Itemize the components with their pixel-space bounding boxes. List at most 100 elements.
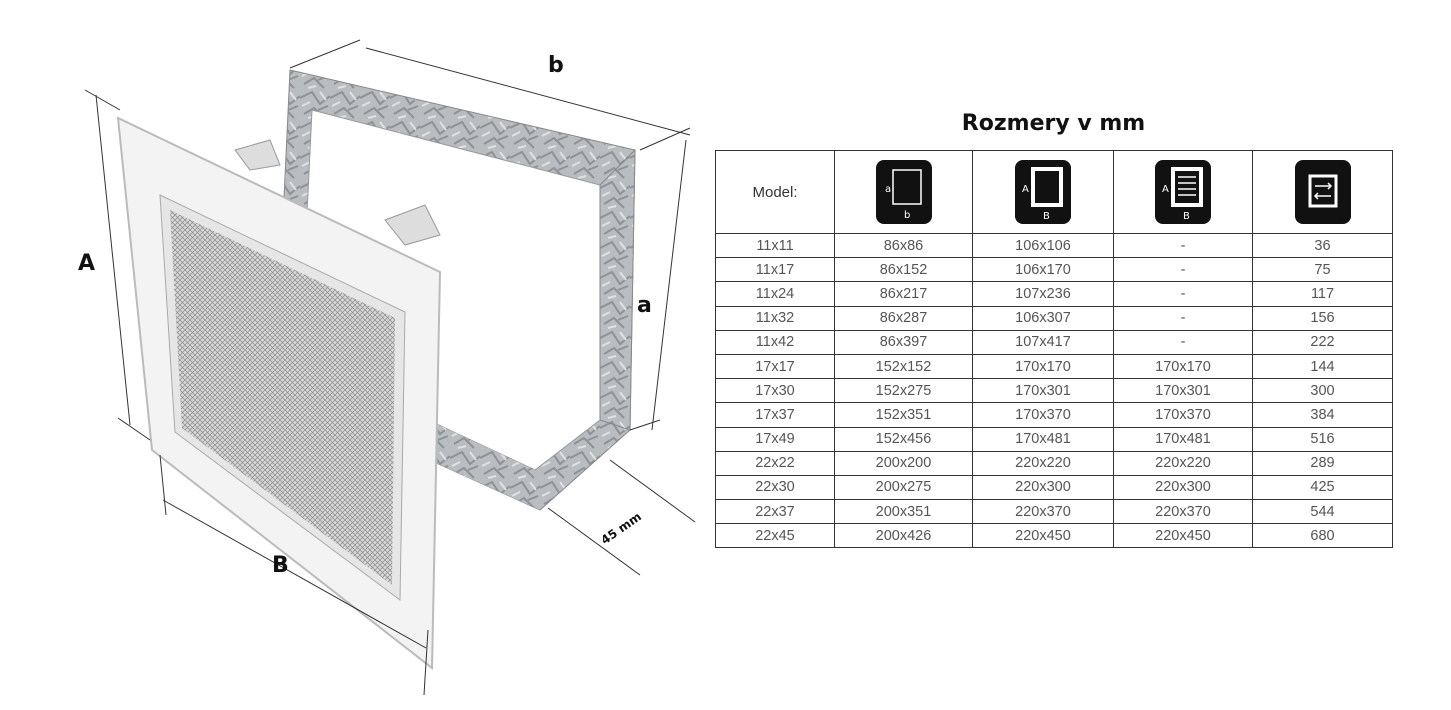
grille-size-cell: 220x300: [972, 474, 1114, 501]
dimension-label-B: B: [272, 553, 289, 578]
opening-size-cell: 200x200: [834, 450, 973, 476]
airflow-cell: 144: [1252, 353, 1393, 380]
airflow-cell: 680: [1252, 523, 1393, 549]
model-cell: 11x32: [715, 305, 835, 331]
grille-size-cell: 220x450: [972, 523, 1114, 549]
model-cell: 11x17: [715, 257, 835, 283]
opening-size-cell: 200x351: [834, 499, 973, 525]
louvre-size-cell: 220x450: [1113, 523, 1253, 549]
dimension-label-depth: 45 mm: [598, 509, 644, 547]
svg-text:b: b: [904, 210, 910, 221]
table-title: Rozmery v mm: [961, 111, 1146, 136]
model-cell: 11x24: [715, 281, 835, 307]
opening-size-icon: a b: [875, 160, 932, 224]
airflow-cell: 300: [1252, 378, 1393, 404]
grille-size-cell: 220x220: [972, 450, 1114, 476]
model-header: Model:: [715, 150, 835, 234]
dimensions-table: Model: a b A B A: [715, 150, 1393, 549]
opening-size-cell: 86x152: [834, 257, 973, 283]
opening-size-cell: 86x397: [834, 329, 973, 355]
grille-size-cell: 170x370: [972, 402, 1114, 428]
grille-size-cell: 170x481: [972, 426, 1114, 452]
opening-size-cell: 152x456: [834, 426, 973, 452]
louvre-size-cell: 170x170: [1113, 353, 1253, 380]
dimension-label-A: A: [78, 251, 95, 276]
opening-size-cell: 86x86: [834, 232, 973, 259]
airflow-cell: 75: [1252, 257, 1393, 283]
svg-text:A: A: [1162, 184, 1169, 195]
model-cell: 17x37: [715, 402, 835, 428]
airflow-cell: 156: [1252, 305, 1393, 331]
grille-size-cell: 107x417: [972, 329, 1114, 355]
louvre-size-header: A B: [1113, 150, 1253, 234]
grille-size-cell: 170x170: [972, 353, 1114, 380]
airflow-cell: 516: [1252, 426, 1393, 452]
airflow-cell: 117: [1252, 281, 1393, 307]
dimension-label-b: b: [548, 53, 564, 78]
opening-size-header: a b: [834, 150, 973, 234]
svg-text:a: a: [885, 184, 891, 195]
airflow-cell: 425: [1252, 474, 1393, 501]
svg-text:B: B: [1043, 211, 1050, 222]
grille-size-header: A B: [972, 150, 1114, 234]
grille-size-cell: 170x301: [972, 378, 1114, 404]
airflow-header: [1252, 150, 1393, 234]
grille-size-cell: 220x370: [972, 499, 1114, 525]
grille-diagram: A B b a 45 mm: [78, 39, 696, 696]
airflow-cell: 36: [1252, 232, 1393, 259]
model-cell: 17x30: [715, 378, 835, 404]
opening-size-cell: 86x217: [834, 281, 973, 307]
opening-size-cell: 152x351: [834, 402, 973, 428]
grille-size-cell: 107x236: [972, 281, 1114, 307]
model-cell: 11x42: [715, 329, 835, 355]
louvre-size-cell: -: [1113, 281, 1253, 307]
opening-size-cell: 200x275: [834, 474, 973, 501]
model-cell: 17x17: [715, 353, 835, 380]
airflow-cell: 289: [1252, 450, 1393, 476]
opening-size-cell: 86x287: [834, 305, 973, 331]
airflow-cell: 544: [1252, 499, 1393, 525]
table-header-row: Model: a b A B A: [715, 150, 1393, 234]
ventilation-grille: [116, 116, 442, 671]
louvre-size-cell: -: [1113, 232, 1253, 259]
louvre-size-cell: 220x370: [1113, 499, 1253, 525]
louvre-size-cell: 170x481: [1113, 426, 1253, 452]
svg-text:A: A: [1022, 184, 1029, 195]
louvre-size-cell: 170x301: [1113, 378, 1253, 404]
louvre-size-cell: 170x370: [1113, 402, 1253, 428]
model-cell: 22x37: [715, 499, 835, 525]
opening-size-cell: 200x426: [834, 523, 973, 549]
model-cell: 22x45: [715, 523, 835, 549]
grille-size-icon: A B: [1015, 160, 1071, 224]
louvre-size-cell: -: [1113, 257, 1253, 283]
louvre-size-cell: 220x220: [1113, 450, 1253, 476]
grille-size-cell: 106x307: [972, 305, 1114, 331]
louvre-size-cell: -: [1113, 329, 1253, 355]
model-cell: 22x22: [715, 450, 835, 476]
louvre-grille-size-icon: A B: [1155, 160, 1211, 224]
opening-size-cell: 152x275: [834, 378, 973, 404]
grille-size-cell: 106x170: [972, 257, 1114, 283]
louvre-size-cell: -: [1113, 305, 1253, 331]
opening-size-cell: 152x152: [834, 353, 973, 380]
model-cell: 17x49: [715, 426, 835, 452]
airflow-area-icon: [1294, 160, 1351, 224]
dimension-lines: [84, 39, 696, 696]
model-cell: 11x11: [715, 232, 835, 259]
louvre-size-cell: 220x300: [1113, 474, 1253, 501]
grille-size-cell: 106x106: [972, 232, 1114, 259]
dimension-label-a: a: [637, 293, 652, 318]
model-cell: 22x30: [715, 474, 835, 501]
svg-text:B: B: [1183, 211, 1190, 222]
